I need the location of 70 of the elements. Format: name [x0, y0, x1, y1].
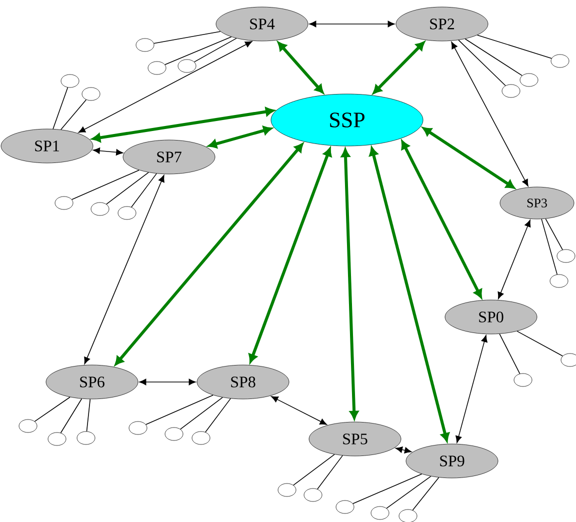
- arrow: [309, 20, 395, 28]
- connector-line: [412, 477, 440, 511]
- leaf-circle: [164, 427, 184, 441]
- leaf-circle: [76, 431, 96, 445]
- connector-line: [86, 398, 91, 432]
- leaf-circle: [192, 431, 210, 445]
- connector-line: [541, 218, 558, 275]
- arrow: [114, 143, 304, 366]
- arrow: [395, 446, 412, 454]
- arrow: [248, 148, 332, 363]
- leaf-circle: [136, 38, 154, 52]
- leaf-circle: [278, 483, 296, 497]
- arrow: [271, 396, 327, 425]
- connector-line: [476, 34, 552, 59]
- leaf-circle: [148, 61, 166, 75]
- leaf-circle: [550, 274, 568, 288]
- arrow: [422, 127, 515, 189]
- leaf-circle: [550, 54, 570, 68]
- arrow: [278, 42, 324, 94]
- connector-line: [516, 330, 564, 356]
- connector-line: [145, 394, 214, 425]
- connector-line: [464, 38, 522, 76]
- leaf-circle: [54, 196, 74, 210]
- arrow: [92, 107, 274, 142]
- leaf-circle: [118, 206, 136, 220]
- connector-line: [34, 396, 70, 422]
- leaf-circle: [514, 373, 532, 387]
- leaf-circle: [48, 432, 66, 446]
- connector-line: [352, 474, 422, 504]
- connector-line: [106, 172, 149, 205]
- leaf-circle: [556, 249, 576, 263]
- connector-line: [499, 334, 520, 374]
- connector-line: [60, 398, 82, 434]
- arrow: [208, 126, 272, 148]
- leaf-circle: [304, 488, 322, 502]
- leaf-circle: [90, 202, 110, 216]
- arrow: [78, 41, 252, 133]
- connector-line: [205, 398, 231, 433]
- arrow: [498, 220, 531, 300]
- connector-line: [545, 218, 563, 250]
- arrow: [92, 148, 124, 156]
- connector-line: [52, 87, 68, 130]
- connector-line: [317, 455, 343, 490]
- connector-line: [180, 397, 223, 430]
- arrow: [451, 42, 528, 186]
- connector-line: [60, 99, 87, 130]
- arrow: [139, 378, 196, 386]
- connector-line: [194, 38, 237, 62]
- connector-line: [72, 170, 140, 200]
- connector-line: [154, 31, 221, 44]
- leaf-circle: [336, 500, 354, 514]
- arrow: [341, 148, 358, 420]
- connector-line: [164, 36, 232, 66]
- leaf-circle: [520, 73, 538, 87]
- leaf-circle: [128, 421, 148, 435]
- connector-line: [293, 454, 335, 486]
- arrow: [369, 147, 450, 442]
- leaf-circle: [370, 506, 390, 520]
- connector-line: [131, 173, 157, 208]
- connector-line: [386, 476, 432, 509]
- arrow: [372, 42, 425, 94]
- arrow: [456, 335, 488, 443]
- arrow: [401, 140, 482, 298]
- leaf-circle: [18, 419, 38, 433]
- leaf-circle: [502, 84, 520, 98]
- leaf-circle: [82, 87, 100, 101]
- leaf-circle: [178, 59, 196, 73]
- arrow: [84, 175, 164, 364]
- leaf-circle: [60, 74, 80, 88]
- connector-line: [458, 40, 506, 86]
